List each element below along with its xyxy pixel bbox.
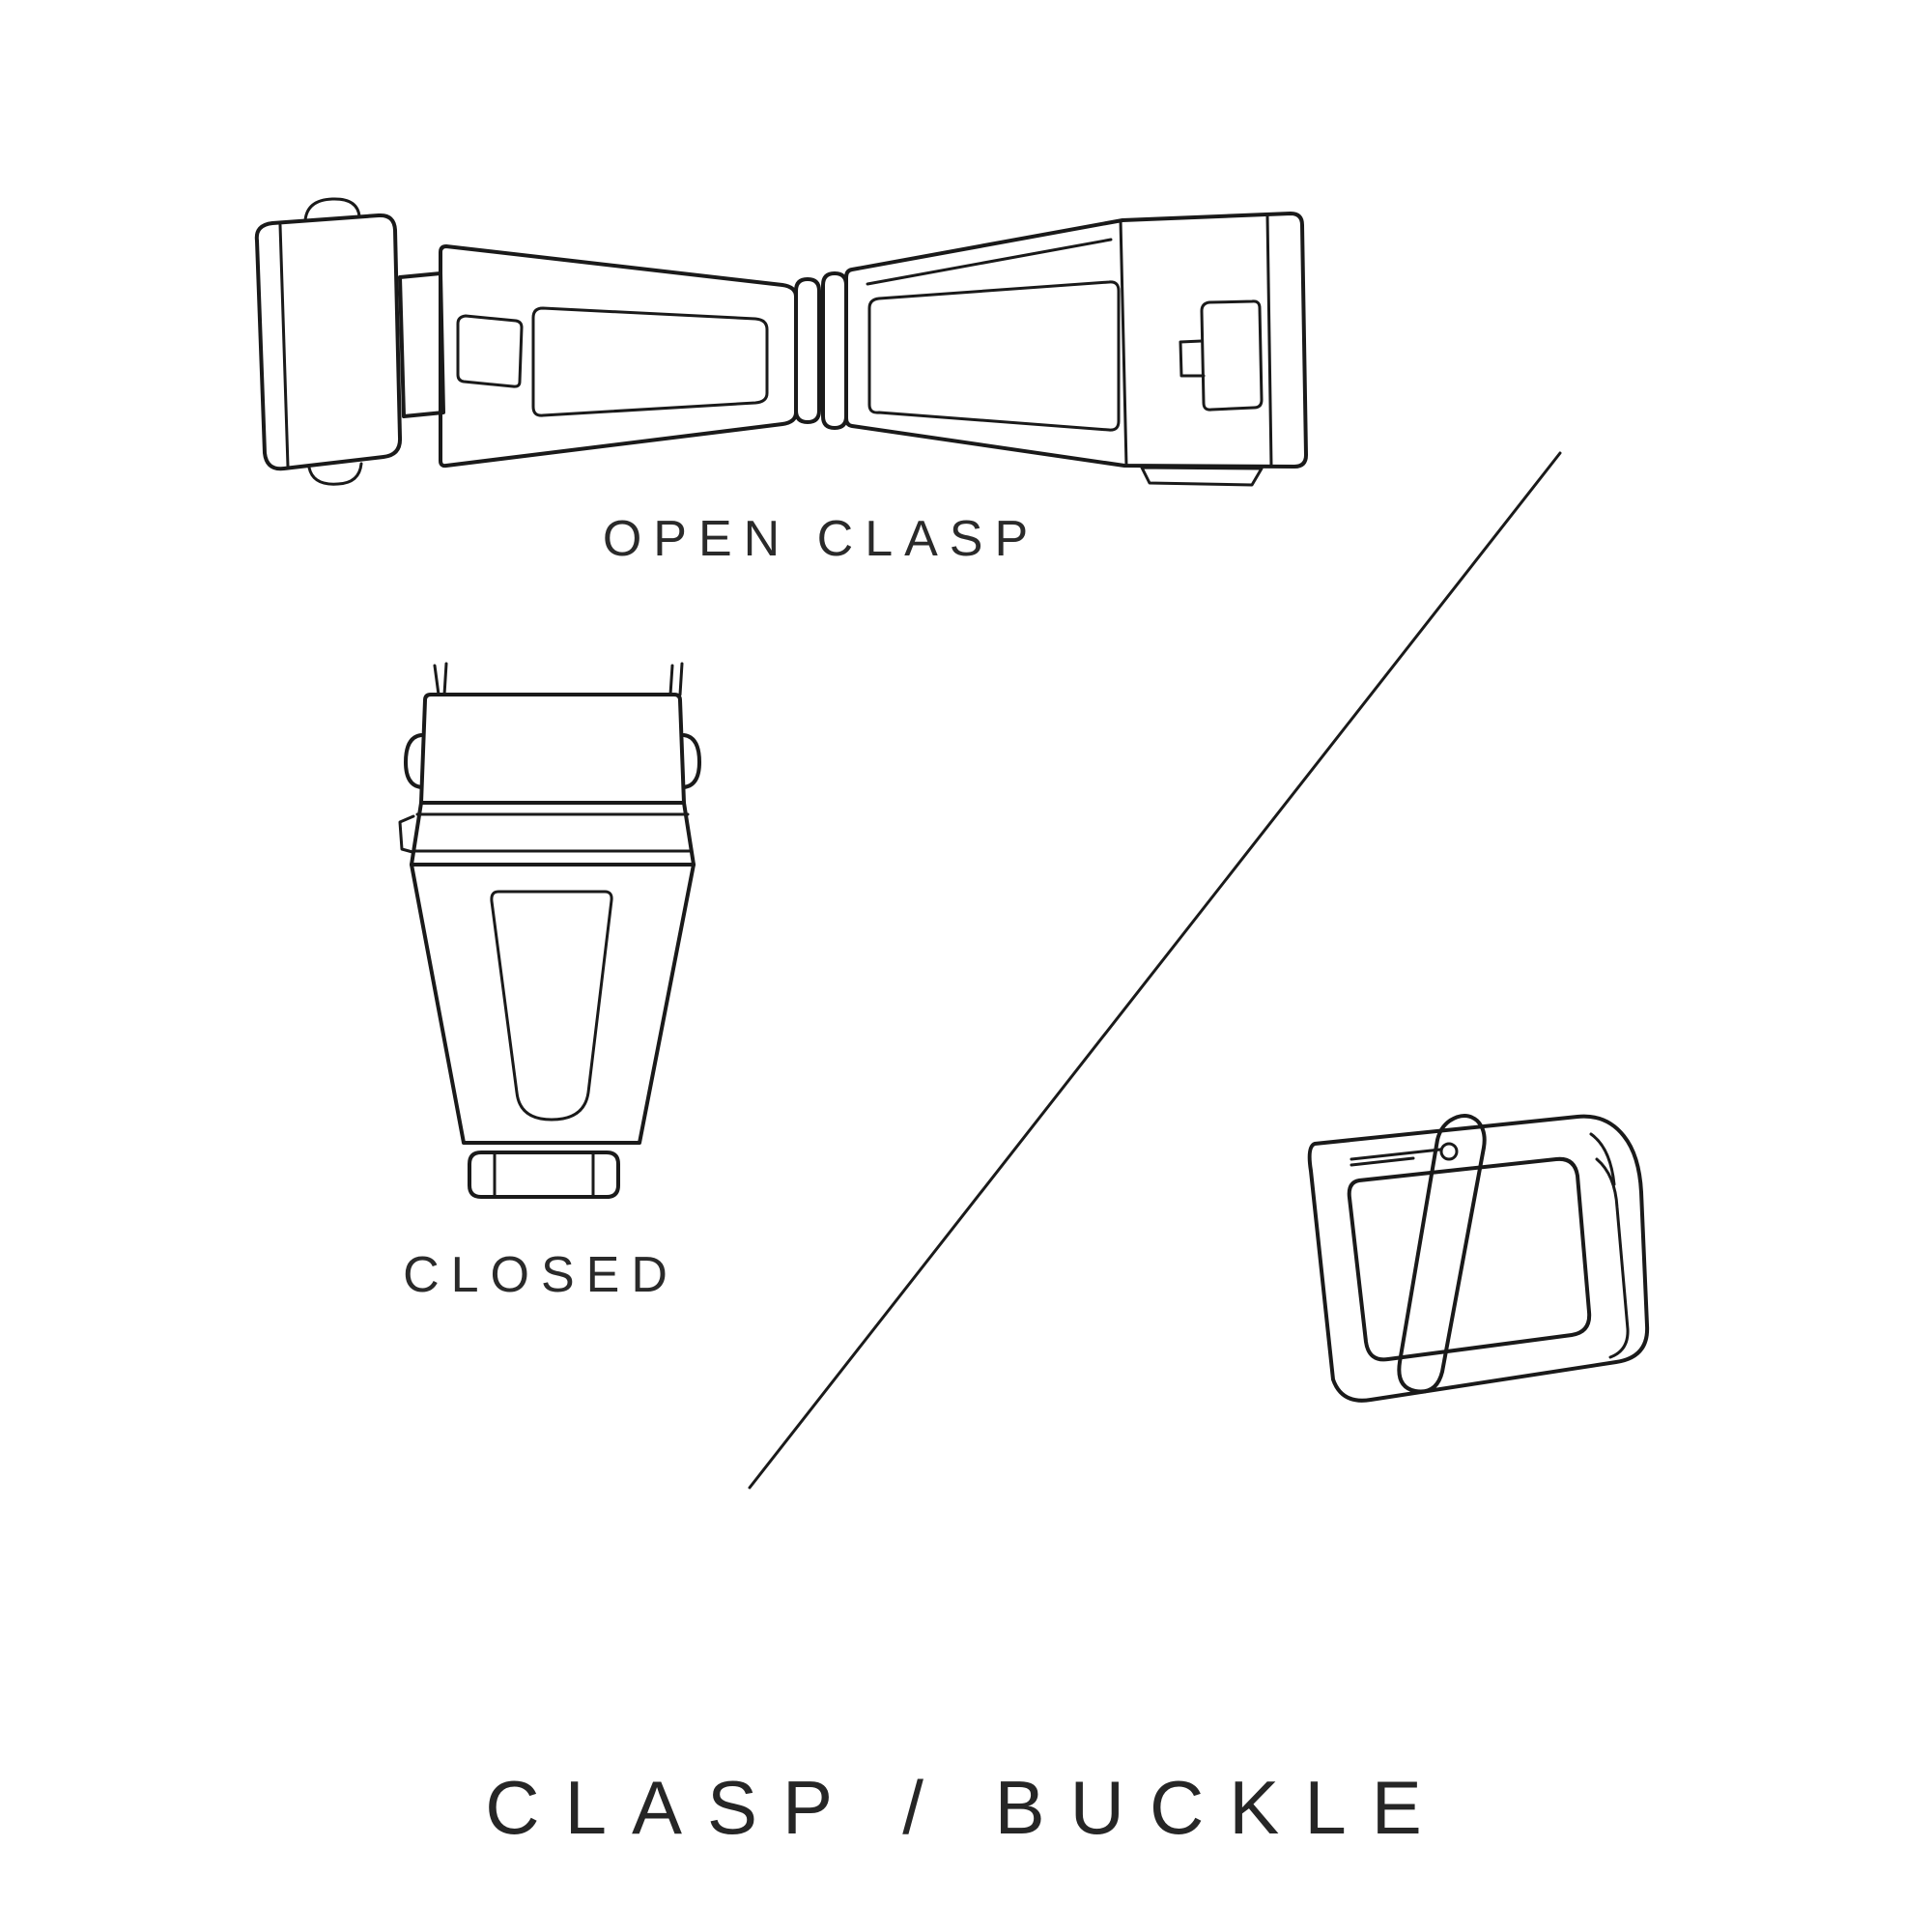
open-clasp-label: OPEN CLASP bbox=[602, 511, 1040, 567]
closed-clasp-illustration bbox=[398, 662, 701, 1199]
page-title: CLASP / BUCKLE bbox=[485, 1765, 1447, 1850]
open-clasp-illustration bbox=[254, 197, 1308, 487]
divider-line bbox=[748, 451, 1562, 1490]
closed-clasp-label: CLOSED bbox=[403, 1247, 679, 1303]
buckle-illustration bbox=[1307, 1114, 1650, 1403]
